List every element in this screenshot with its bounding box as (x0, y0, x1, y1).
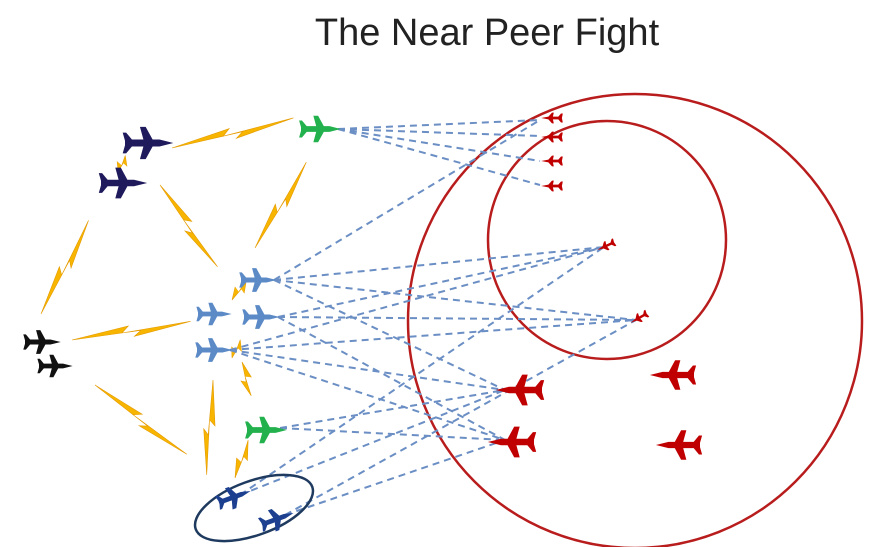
engagement-line (277, 316, 506, 441)
engagement-line (279, 427, 506, 441)
fighter-jet-icon (195, 338, 233, 362)
engagement-lines (229, 119, 637, 516)
awacs-icon (213, 480, 255, 514)
threat-jet-icon (649, 360, 697, 390)
engagement-line (279, 389, 506, 429)
engagement-line (229, 246, 605, 351)
engagement-line (337, 128, 541, 137)
datalink-bolt (35, 217, 96, 317)
threat-jet-icon (655, 430, 703, 460)
datalink-bolt (170, 113, 296, 154)
datalink-bolt (236, 360, 256, 398)
fighter-jet-icon (122, 126, 174, 160)
datalink-bolts (35, 113, 313, 481)
page-title: The Near Peer Fight (314, 12, 660, 54)
datalink-bolt (199, 379, 220, 476)
datalink-bolt (228, 438, 256, 481)
awacs-orbit (193, 473, 315, 543)
engagement-line (337, 119, 541, 130)
fighter-jet-icon (242, 305, 280, 329)
threat-jet-icon (541, 180, 563, 192)
threat-rings (406, 92, 864, 547)
fighter-jet-icon (245, 416, 287, 444)
threat-jet-icon (487, 426, 537, 458)
threat-jet-icon (541, 131, 563, 143)
engagement-line (239, 246, 605, 496)
fighter-jet-icon (299, 115, 341, 143)
fighter-jet-icon (196, 302, 232, 326)
threat-aircraft (487, 112, 703, 460)
fighter-jet-icon (37, 354, 73, 378)
engagement-line (277, 246, 605, 318)
engagement-line (229, 349, 506, 391)
outer-threat-ring (406, 92, 864, 547)
threat-jet-icon (541, 112, 563, 124)
engagement-line (229, 319, 637, 351)
engagement-line (284, 439, 506, 516)
threat-jet-icon (495, 374, 545, 406)
fighter-jet-icon (98, 167, 148, 199)
threat-jet-icon (628, 309, 650, 327)
engagement-line (273, 119, 541, 281)
threat-jet-icon (541, 155, 563, 167)
inner-threat-ring (486, 119, 728, 361)
engagement-line (337, 128, 541, 162)
engagement-line (277, 316, 637, 321)
engagement-line (273, 279, 637, 321)
datalink-bolt (70, 316, 193, 346)
engagement-line (284, 319, 637, 516)
datalink-bolt (91, 379, 190, 461)
engagement-line (273, 246, 605, 281)
fighter-jet-icon (23, 330, 61, 354)
datalink-bolt (249, 159, 313, 252)
datalink-bolt (155, 181, 222, 272)
engagement-line (337, 128, 541, 186)
engagement-line (229, 349, 506, 441)
engagement-line (273, 279, 506, 391)
